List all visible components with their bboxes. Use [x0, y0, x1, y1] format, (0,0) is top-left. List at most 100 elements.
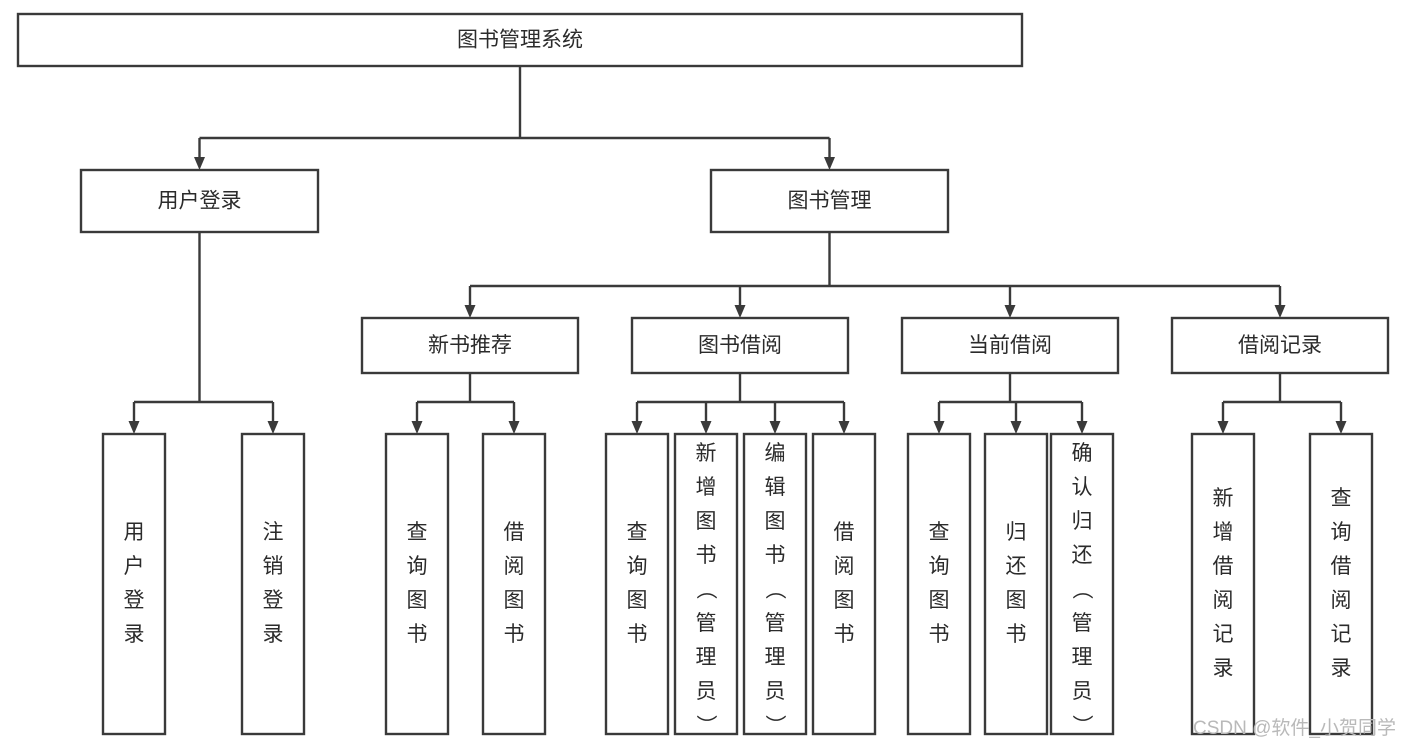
- node-label-char: 图: [929, 589, 950, 612]
- node-label-char: 借: [834, 521, 855, 544]
- node-label-char: 注: [263, 521, 284, 544]
- node-box: [1049, 432, 1115, 736]
- node-box: [983, 432, 1049, 736]
- node-book-borrow[interactable]: 图书借阅: [630, 316, 850, 375]
- node-label-char: 确: [1072, 442, 1093, 465]
- node-label-char: 录: [263, 623, 284, 646]
- node-box: [1190, 432, 1256, 736]
- node-label-char: ）: [694, 715, 717, 736]
- node-label-char: 管: [765, 612, 786, 635]
- node-label-char: 管: [696, 612, 717, 635]
- node-layer: 图书管理系统用户登录图书管理新书推荐图书借阅当前借阅借阅记录用户登录注销登录查询…: [16, 12, 1390, 736]
- node-label-char: 阅: [1331, 589, 1352, 612]
- arrow-head-icon: [1004, 305, 1016, 318]
- node-label-char: 查: [929, 521, 950, 544]
- node-new-book-rec[interactable]: 新书推荐: [360, 316, 580, 375]
- arrow-head-icon: [631, 421, 643, 434]
- node-label-char: 还: [1072, 544, 1093, 567]
- arrow-head-icon: [933, 421, 945, 434]
- node-label: 当前借阅: [968, 334, 1052, 357]
- node-box: [742, 432, 808, 736]
- node-box: [481, 432, 547, 736]
- node-label-char: 增: [1213, 521, 1234, 544]
- node-label-char: ）: [1070, 715, 1093, 736]
- arrow-head-icon: [734, 305, 746, 318]
- node-label-char: 书: [696, 544, 717, 567]
- arrow-head-icon: [1076, 421, 1088, 434]
- node-label-char: 阅: [1213, 589, 1234, 612]
- node-label-char: （: [694, 579, 717, 600]
- arrow-head-icon: [824, 157, 835, 170]
- node-label-char: 理: [1072, 646, 1093, 669]
- node-label-char: 员: [1072, 680, 1093, 703]
- node-box: [79, 168, 320, 234]
- node-label-char: 员: [696, 680, 717, 703]
- node-label-char: 借: [1213, 555, 1234, 578]
- watermark-label: CSDN @软件_小贺同学: [1193, 717, 1396, 739]
- node-label-char: 图: [696, 510, 717, 533]
- node-box: [384, 432, 450, 736]
- node-borrow-record[interactable]: 借阅记录: [1170, 316, 1390, 375]
- node-label-char: （: [1070, 579, 1093, 600]
- node-label-char: 书: [765, 544, 786, 567]
- node-label-char: 增: [696, 476, 717, 499]
- node-label-char: 借: [1331, 555, 1352, 578]
- node-label-char: 书: [1006, 623, 1027, 646]
- node-label-char: 认: [1072, 476, 1093, 499]
- node-box: [1170, 316, 1390, 375]
- node-label-char: 书: [407, 623, 428, 646]
- node-label-char: 书: [834, 623, 855, 646]
- node-label-char: 图: [504, 589, 525, 612]
- node-box: [240, 432, 306, 736]
- arrow-head-icon: [838, 421, 850, 434]
- node-label-char: ）: [763, 715, 786, 736]
- arrow-head-icon: [700, 421, 712, 434]
- node-label: 用户登录: [124, 521, 145, 646]
- node-label-char: 录: [124, 623, 145, 646]
- node-label-char: 销: [263, 555, 284, 578]
- node-leaf-user-login[interactable]: 用户登录: [101, 432, 167, 736]
- node-label-char: 登: [263, 589, 284, 612]
- node-label-char: 记: [1331, 623, 1352, 646]
- node-label-char: 用: [124, 521, 145, 544]
- node-box: [811, 432, 877, 736]
- arrow-head-icon: [1010, 421, 1022, 434]
- node-label-char: 书: [504, 623, 525, 646]
- arrow-head-icon: [128, 421, 140, 434]
- node-label-char: 书: [929, 623, 950, 646]
- node-label-char: 记: [1213, 623, 1234, 646]
- node-label-char: 图: [627, 589, 648, 612]
- node-label-char: 阅: [834, 555, 855, 578]
- node-box: [900, 316, 1120, 375]
- node-label: 图书借阅: [698, 334, 782, 357]
- node-label-char: 辑: [765, 476, 786, 499]
- node-label-char: 询: [929, 555, 950, 578]
- node-label-char: 归: [1006, 521, 1027, 544]
- node-root[interactable]: 图书管理系统: [16, 12, 1024, 68]
- node-label-char: （: [763, 579, 786, 600]
- node-user-login[interactable]: 用户登录: [79, 168, 320, 234]
- node-current-borrow[interactable]: 当前借阅: [900, 316, 1120, 375]
- node-book-manage[interactable]: 图书管理: [709, 168, 950, 234]
- connector-layer: [128, 66, 1347, 434]
